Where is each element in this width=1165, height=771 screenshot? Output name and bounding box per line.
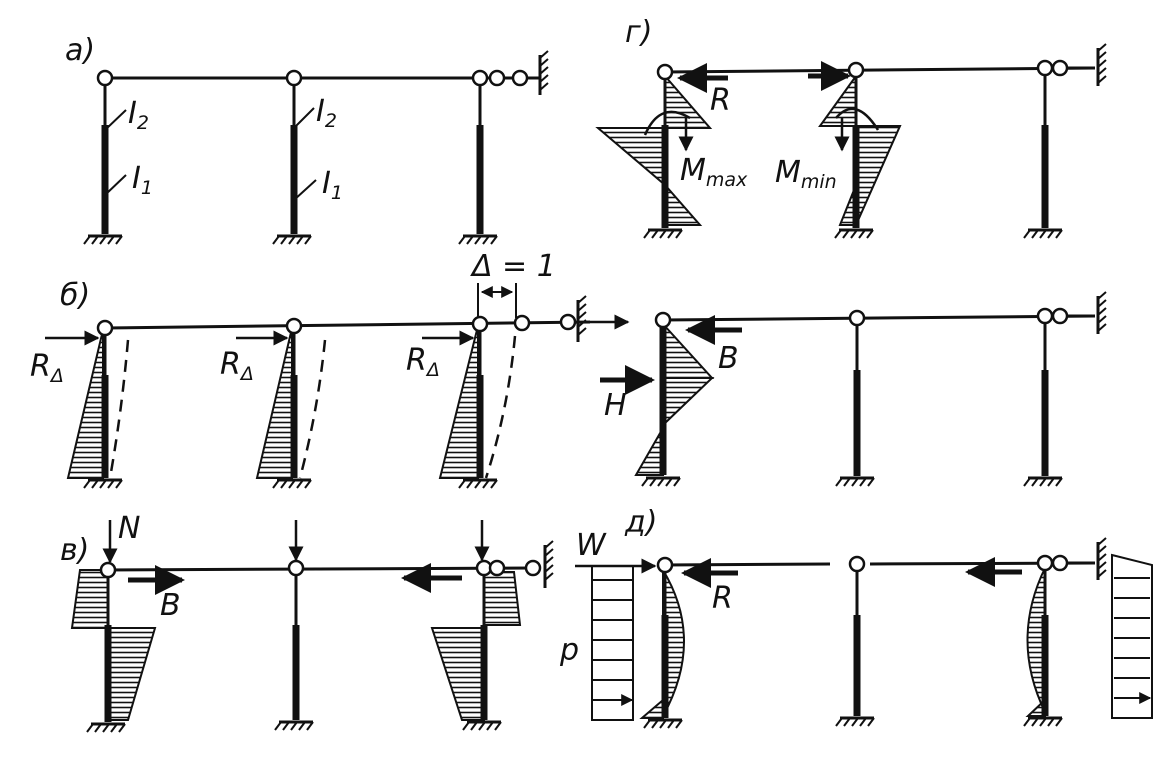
beam-d-left bbox=[662, 562, 831, 567]
moment-diagram-g2-1-bottom bbox=[634, 424, 664, 476]
R-delta-label-b2: RΔ bbox=[220, 347, 254, 385]
delta-dimension: Δ = 1 bbox=[470, 249, 556, 318]
column-b2: RΔ bbox=[220, 317, 327, 489]
deflected-shape-b1 bbox=[108, 339, 130, 479]
moment-diagram-g1-top bbox=[664, 73, 713, 129]
panel-d-label: д) bbox=[624, 505, 657, 540]
panel-b: б) RΔ RΔ bbox=[30, 249, 630, 489]
wind-load-left: W p bbox=[559, 528, 657, 721]
moment-diagram-g2-top bbox=[818, 72, 857, 127]
moment-diagram-v1-bottom bbox=[107, 627, 157, 721]
R-delta-label-b1: RΔ bbox=[30, 349, 64, 387]
wall-support-g2 bbox=[1067, 291, 1107, 334]
I1-leader-a1 bbox=[104, 174, 127, 196]
column-v1: N B bbox=[70, 511, 185, 733]
B-label-v: B bbox=[160, 588, 181, 623]
column-b3: RΔ bbox=[406, 314, 531, 489]
column-d3 bbox=[965, 554, 1069, 727]
beam-v bbox=[104, 566, 536, 572]
I1-label-a2: I1 bbox=[322, 166, 343, 204]
panel-g: г) R Mmax Mmin bbox=[595, 15, 1107, 239]
moment-diagram-b3 bbox=[438, 325, 479, 479]
beam-g2 bbox=[662, 314, 1096, 322]
beam-g bbox=[664, 66, 1096, 74]
moment-diagram-v1-top bbox=[70, 569, 109, 629]
I1-label-a1: I1 bbox=[132, 161, 153, 199]
R-label-d: R bbox=[712, 581, 733, 616]
panel-v: в) N B bbox=[60, 511, 554, 733]
beam-b bbox=[104, 320, 591, 330]
deflected-shape-b2 bbox=[298, 339, 327, 479]
R-delta-label-b3: RΔ bbox=[406, 343, 440, 381]
Mmax-moment-arc bbox=[643, 110, 691, 136]
moment-diagram-v3-top bbox=[483, 571, 522, 626]
moment-diagram-g2-bottom bbox=[838, 125, 902, 226]
Mmin-label: Mmin bbox=[775, 155, 837, 193]
W-label: W bbox=[576, 528, 607, 563]
panel-a: а) I2 bbox=[65, 33, 549, 245]
moment-diagram-g2-1-mid bbox=[662, 377, 715, 428]
wall-support-d bbox=[1067, 537, 1107, 580]
deflected-shape-b3 bbox=[484, 335, 517, 479]
Mmax-label: Mmax bbox=[680, 153, 748, 191]
column-d1: R bbox=[639, 556, 738, 729]
I2-label-a1: I2 bbox=[128, 96, 149, 134]
column-v3 bbox=[401, 520, 522, 731]
wall-support-a bbox=[527, 50, 549, 95]
wall-support-g bbox=[1067, 43, 1107, 86]
R-label-g: R bbox=[710, 83, 731, 118]
column-v2 bbox=[274, 520, 314, 731]
column-g2-3 bbox=[1023, 307, 1069, 487]
panel-b-label: б) bbox=[60, 278, 90, 313]
panel-v-label: в) bbox=[60, 533, 89, 568]
panel-g2: B H bbox=[600, 291, 1107, 487]
moment-diagram-g1-bottom bbox=[595, 127, 703, 226]
I2-label-a2: I2 bbox=[316, 94, 337, 132]
N-label: N bbox=[118, 511, 140, 546]
column-g2-2 bbox=[835, 309, 875, 487]
column-g1: R Mmax bbox=[595, 63, 748, 239]
panel-d: д) W p R bbox=[559, 505, 1152, 729]
column-g2: Mmin bbox=[775, 61, 902, 239]
moment-diagram-b2 bbox=[255, 327, 293, 479]
I2-leader-a2 bbox=[293, 107, 315, 129]
wall-support-v bbox=[524, 540, 554, 588]
I2-leader-a1 bbox=[104, 109, 127, 131]
moment-diagram-v3-bottom bbox=[430, 627, 485, 721]
column-g2-1: B H bbox=[600, 311, 742, 487]
column-a3 bbox=[458, 69, 529, 245]
column-d2 bbox=[835, 555, 875, 727]
I1-leader-a2 bbox=[293, 179, 317, 201]
wind-load-right bbox=[1111, 553, 1152, 719]
delta-label: Δ = 1 bbox=[470, 249, 556, 284]
column-b1: RΔ bbox=[30, 319, 130, 489]
moment-diagram-b1 bbox=[66, 329, 104, 479]
H-label: H bbox=[604, 388, 627, 423]
column-a2 bbox=[272, 69, 312, 245]
B-label-g2: B bbox=[718, 341, 739, 376]
column-a1 bbox=[83, 69, 123, 245]
wall-support-b bbox=[559, 295, 587, 342]
panel-g-label: г) bbox=[625, 15, 652, 50]
column-g3 bbox=[1023, 59, 1069, 239]
Mmin-moment-arc bbox=[835, 107, 880, 131]
panel-a-label: а) bbox=[65, 33, 95, 68]
p-label: p bbox=[559, 633, 579, 668]
